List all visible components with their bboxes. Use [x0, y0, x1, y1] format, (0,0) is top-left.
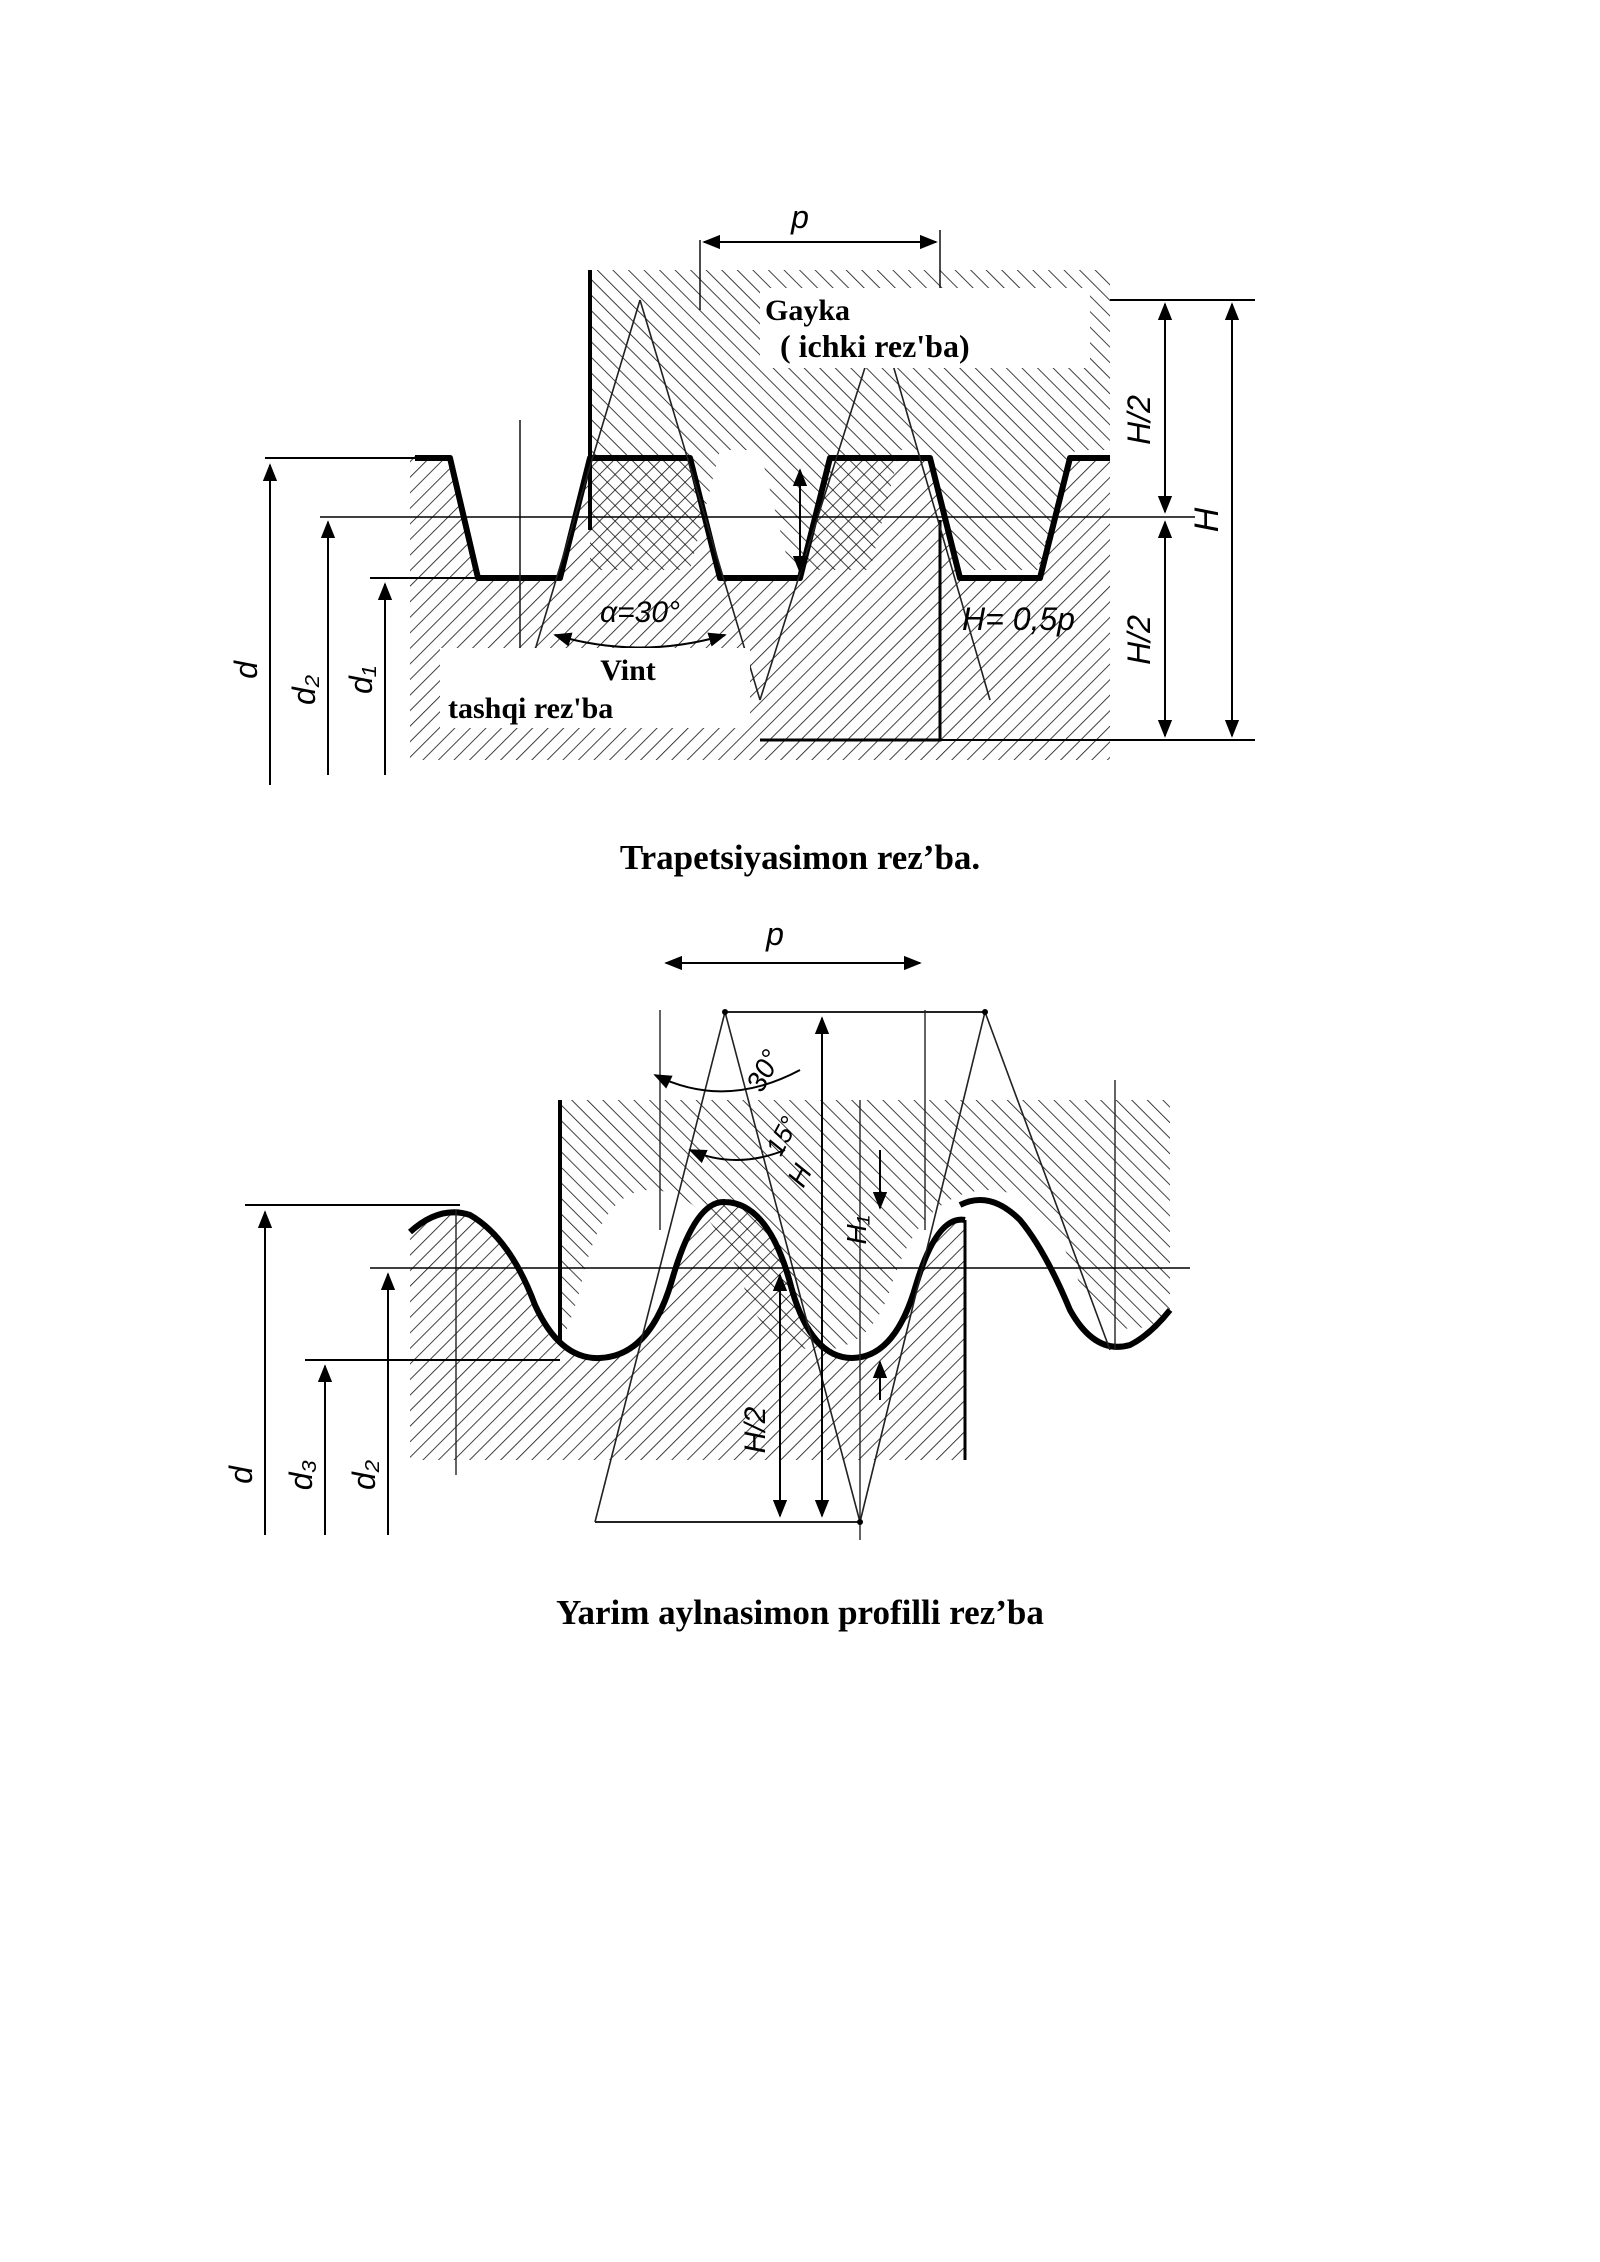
- diameter-dimensions: [262, 463, 393, 785]
- trapezoidal-thread-diagram: p H/2 H/2 H d d₂ d₁ α=30° H= 0,5p Gayka …: [228, 199, 1255, 785]
- round-nut-body: [560, 1100, 1170, 1350]
- round-pitch-label: p: [765, 916, 784, 952]
- round-diameter-major-label: d: [223, 1465, 259, 1484]
- reference-lines: [265, 230, 1255, 741]
- height-label: H: [1188, 507, 1226, 532]
- nut-label-panel: [760, 288, 1090, 368]
- screw-sublabel: tashqi rez'ba: [448, 692, 613, 725]
- round-thread-diagram: p 30° 15° H H₁ H/2 d d₃ d₂: [223, 916, 1190, 1540]
- round-tangent-points: [722, 1009, 988, 1525]
- caption-round: Yarim aylnasimon profilli rez’ba: [556, 1593, 1044, 1632]
- round-diameter-pitch-label: d₂: [346, 1460, 382, 1490]
- diameter-major-label: d: [228, 660, 264, 679]
- angle-arc: [553, 632, 727, 649]
- round-reference-lines: [245, 1204, 1190, 1361]
- diameter-minor-label: d₁: [343, 666, 379, 694]
- thread-profile: [415, 455, 1110, 581]
- screw-label-panel: [440, 648, 750, 728]
- round-thread-profile: [407, 1199, 966, 1362]
- round-half-height-label: H/2: [739, 1406, 772, 1453]
- round-nut-profile-right: [958, 1197, 1173, 1350]
- round-height1-label: H₁: [841, 1215, 872, 1244]
- round-angle-arc: [653, 1069, 801, 1093]
- nut-sublabel: ( ichki rez'ba): [780, 328, 970, 364]
- diameter-pitch-label: d₂: [286, 675, 322, 705]
- round-construction-lines: [455, 1010, 1116, 1540]
- round-half-angle-arc: [688, 1149, 786, 1164]
- angle-label: α=30°: [600, 596, 680, 629]
- height-formula-label: H= 0,5p: [962, 601, 1075, 637]
- caption-trapezoidal: Trapetsiyasimon rez’ba.: [619, 838, 981, 877]
- round-diameter-dimensions: [257, 1210, 396, 1535]
- nut-label: Gayka: [765, 294, 850, 327]
- upper-half-height-label: H/2: [1121, 395, 1157, 445]
- round-diameter-minor-label: d₃: [283, 1460, 319, 1490]
- screw-label: Vint: [600, 654, 656, 687]
- pitch-label: p: [790, 199, 809, 235]
- lower-half-height-label: H/2: [1121, 615, 1157, 665]
